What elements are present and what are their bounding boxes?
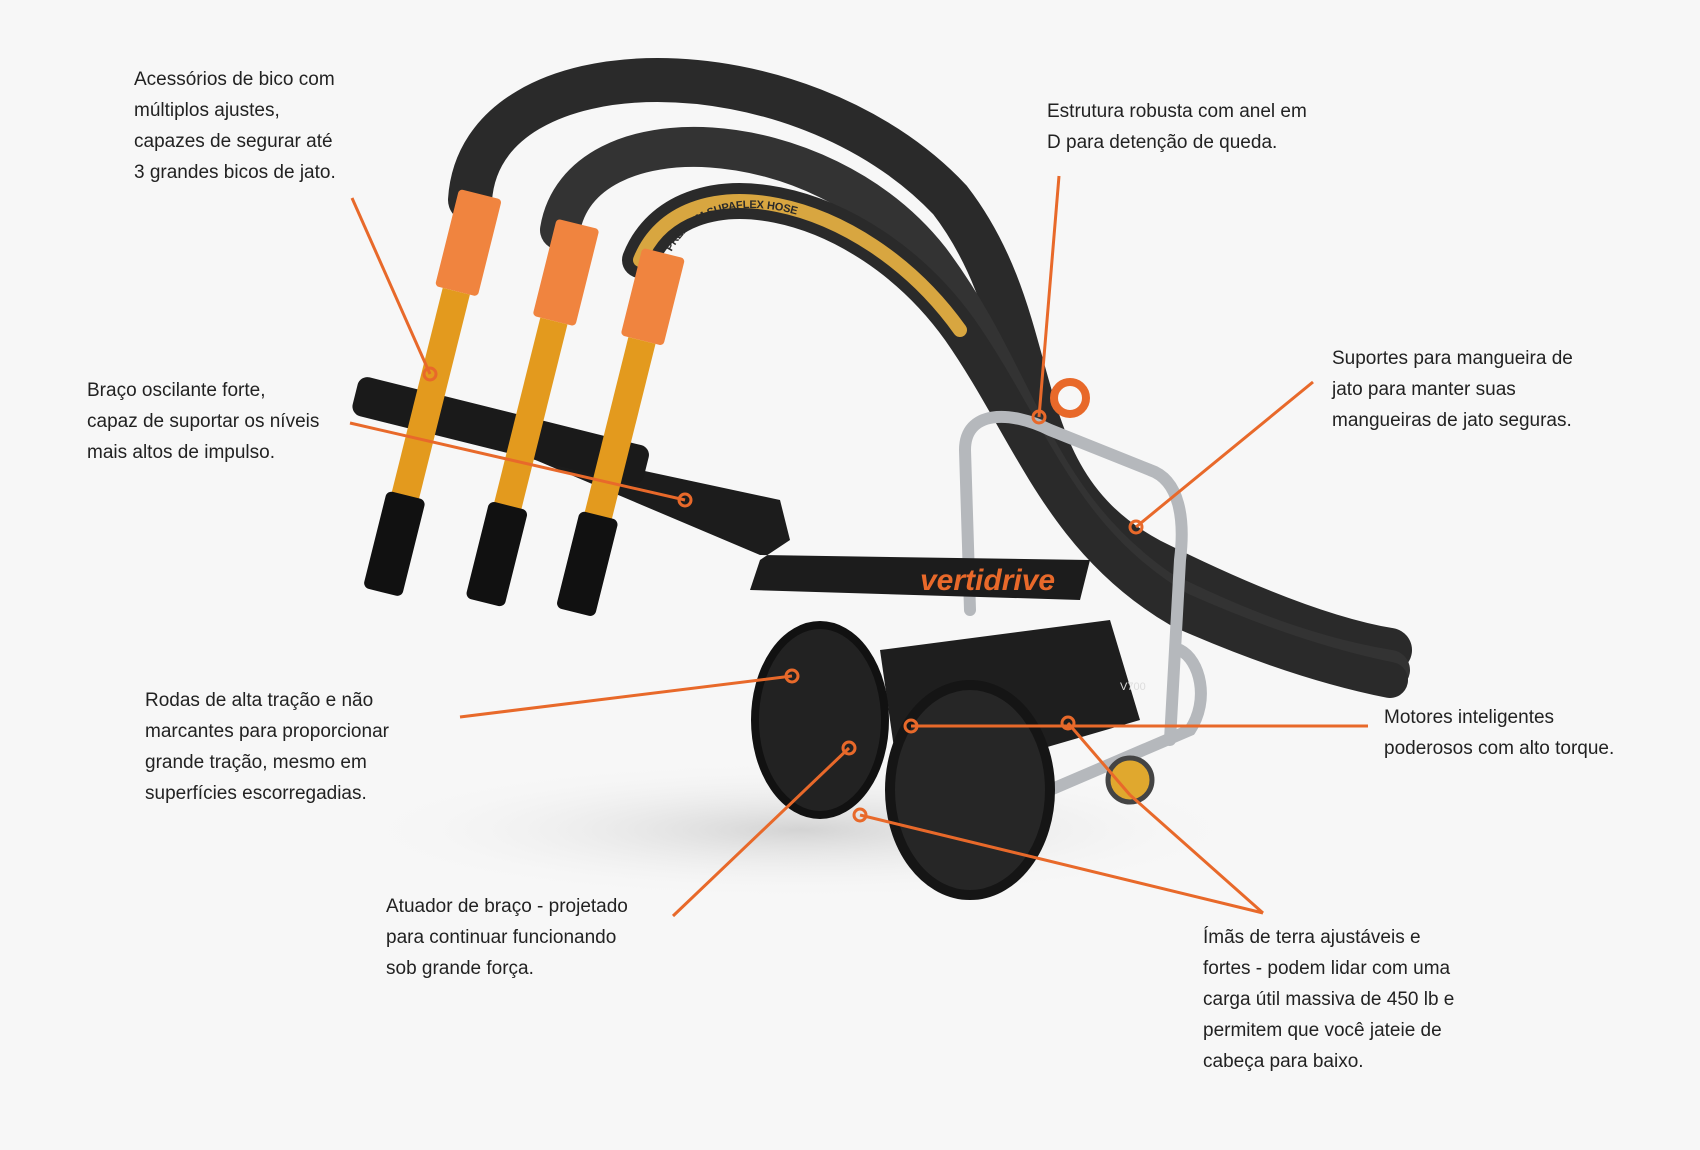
callout-text: capaz de suportar os níveis	[87, 411, 320, 432]
rear-wheel	[751, 621, 889, 819]
callout-text: superfícies escorregadias.	[145, 783, 367, 804]
callout-text: poderosos com alto torque.	[1384, 738, 1615, 759]
callout-dots	[422, 366, 1144, 823]
callout-text: jato para manter suas	[1332, 379, 1516, 400]
callout-text: 3 grandes bicos de jato.	[134, 162, 336, 183]
callout-text: Atuador de braço - projetado	[386, 896, 628, 917]
swing-arm: vertidrive	[352, 377, 1090, 600]
frame	[958, 410, 1207, 826]
callout-text: Estrutura robusta com anel em	[1047, 101, 1307, 122]
callout-text: Motores inteligentes	[1384, 707, 1555, 728]
callout-frame: Estrutura robusta com anel em D para det…	[1047, 96, 1307, 158]
caster-wheel	[1105, 755, 1155, 805]
callout-text: capazes de segurar até	[134, 131, 333, 152]
callout-text: mais altos de impulso.	[87, 442, 275, 463]
model-badge: V700	[1120, 681, 1146, 693]
callout-arm-actuator: Atuador de braço - projetado para contin…	[386, 891, 628, 984]
callout-lines	[349, 175, 1368, 918]
callout-text: sob grande força.	[386, 958, 534, 979]
callout-text: fortes - podem lidar com uma	[1203, 958, 1451, 979]
front-wheel	[885, 680, 1055, 900]
callout-hose-holders: Suportes para mangueira de jato para man…	[1332, 343, 1573, 436]
brand-logo: vertidrive	[920, 564, 1055, 597]
callout-text: Suportes para mangueira de	[1332, 348, 1573, 369]
callout-text: cabeça para baixo.	[1203, 1051, 1364, 1072]
callout-text: D para detenção de queda.	[1047, 132, 1278, 153]
callout-text: grande tração, mesmo em	[145, 752, 367, 773]
callout-magnets: Ímãs de terra ajustáveis e fortes - pode…	[1203, 922, 1454, 1077]
callout-text: Acessórios de bico com	[134, 69, 335, 90]
callout-text: para continuar funcionando	[386, 927, 617, 948]
callout-text: permitem que você jateie de	[1203, 1020, 1442, 1041]
callout-text: Rodas de alta tração e não	[145, 690, 374, 711]
callout-nozzle-attachments: Acessórios de bico com múltiplos ajustes…	[134, 64, 336, 188]
callout-text: marcantes para proporcionar	[145, 721, 389, 742]
callout-text: mangueiras de jato seguras.	[1332, 410, 1572, 431]
jet-hoses	[448, 58, 1412, 698]
callout-text: Braço oscilante forte,	[87, 380, 266, 401]
d-ring	[1050, 378, 1090, 418]
callout-wheels: Rodas de alta tração e não marcantes par…	[145, 685, 389, 809]
callout-text: múltiplos ajustes,	[134, 100, 280, 121]
callout-text: carga útil massiva de 450 lb e	[1203, 989, 1455, 1010]
callout-motors: Motores inteligentes poderosos com alto …	[1384, 702, 1614, 764]
callout-text: Ímãs de terra ajustáveis e	[1203, 927, 1421, 948]
callout-swing-arm: Braço oscilante forte, capaz de suportar…	[87, 375, 319, 468]
